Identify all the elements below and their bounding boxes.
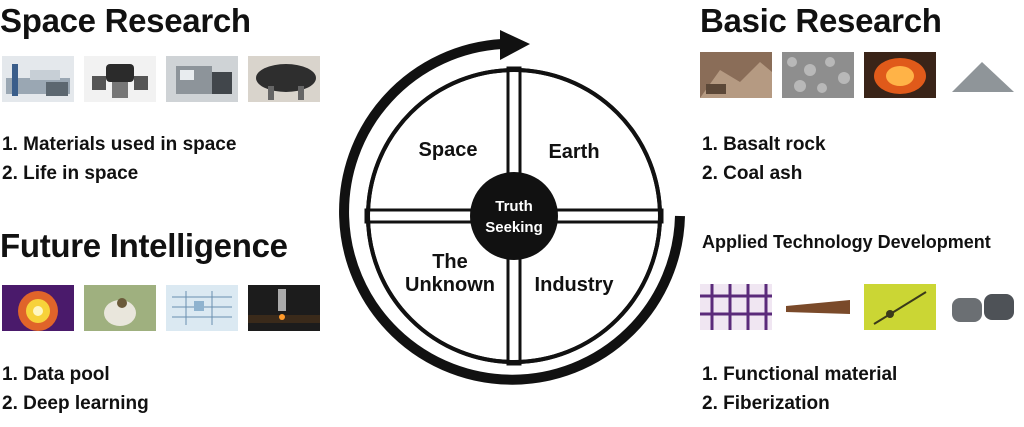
cycle-arrow-ring <box>339 39 685 385</box>
rocket-fairing-photo <box>248 56 320 102</box>
robot-arm-photo <box>84 56 156 102</box>
basic-research-title: Basic Research <box>700 2 942 39</box>
applied-tech-list: 1. Functional material 2. Fiberization <box>702 360 897 418</box>
list-item: 2. Coal ash <box>702 163 803 184</box>
future-intelligence-gallery <box>2 285 320 331</box>
laser-nozzle-photo <box>248 285 320 331</box>
crushed-rock-photo <box>782 52 854 98</box>
list-item: 1. Basalt rock <box>702 134 826 155</box>
furnace-photo <box>864 52 936 98</box>
space-research-list: 1. Materials used in space 2. Life in sp… <box>2 130 236 188</box>
basic-research-gallery <box>700 52 1018 98</box>
lab-equipment-photo <box>166 56 238 102</box>
future-intelligence-title: Future Intelligence <box>0 227 288 264</box>
space-research-gallery <box>2 56 320 102</box>
applied-tech-gallery <box>700 284 1018 330</box>
specimen-photo <box>84 285 156 331</box>
future-intelligence-list: 1. Data pool 2. Deep learning <box>2 360 149 418</box>
fiber-strand-photo <box>864 284 936 330</box>
list-item: 1. Data pool <box>2 364 110 385</box>
cycle-arrowhead-icon <box>500 30 530 60</box>
space-research-title: Space Research <box>0 2 251 39</box>
basic-research-list: 1. Basalt rock 2. Coal ash <box>702 130 826 188</box>
quadrant-label-industry: Industry <box>535 274 615 296</box>
truth-seeking-cycle-diagram: Truth Seeking Space Earth The Unknown In… <box>339 30 685 385</box>
ash-powder-photo <box>946 52 1018 98</box>
center-disc <box>470 172 558 260</box>
applied-tech-title: Applied Technology Development <box>702 232 991 252</box>
fiber-mesh-photo <box>700 284 772 330</box>
quarry-photo <box>700 52 772 98</box>
list-item: 1. Functional material <box>702 364 898 385</box>
satellite-structure-photo <box>2 56 74 102</box>
list-item: 1. Materials used in space <box>2 134 237 155</box>
quadrant-label-space: Space <box>419 139 478 161</box>
list-item: 2. Life in space <box>2 163 139 184</box>
thermal-image-photo <box>2 285 74 331</box>
center-label-line2: Seeking <box>485 219 543 236</box>
quadrant-label-unknown-line1: The <box>432 251 468 273</box>
center-label-line1: Truth <box>495 198 533 215</box>
list-item: 2. Deep learning <box>2 393 149 414</box>
circuit-diagram-photo <box>166 285 238 331</box>
fiber-tubes-photo <box>946 284 1018 330</box>
list-item: 2. Fiberization <box>702 393 830 414</box>
quadrant-label-unknown-line2: Unknown <box>405 274 495 296</box>
fiber-rod-photo <box>782 284 854 330</box>
quadrant-label-earth: Earth <box>548 141 599 163</box>
